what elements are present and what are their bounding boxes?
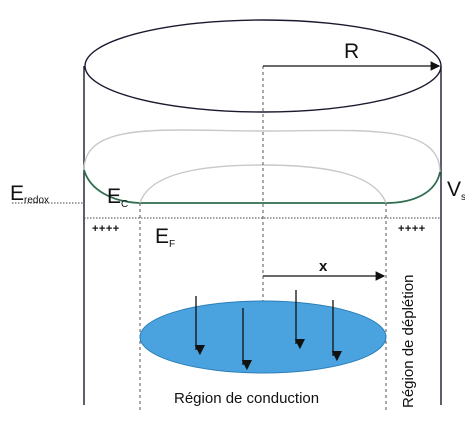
conduction-region-ellipse [139,300,387,374]
charges-right: ++++ [398,223,426,235]
radius-label: R [344,40,359,63]
ec-label: EC [107,185,128,210]
electron-flow-arrows [194,290,343,371]
inner-gray-arc [139,164,387,204]
conduction-band-edge [83,169,441,204]
outer-gray-arc [83,129,441,173]
charges-left: ++++ [92,223,120,235]
vs-label: Vs [447,178,465,203]
conduction-region-label: Région de conduction [174,390,319,407]
cylinder-top-ellipse [84,19,442,113]
depletion-region-label: Région de déplétion [400,275,417,408]
x-label: x [319,258,328,275]
ef-label: EF [155,225,175,250]
e-redox-label: Eredox [10,182,49,206]
